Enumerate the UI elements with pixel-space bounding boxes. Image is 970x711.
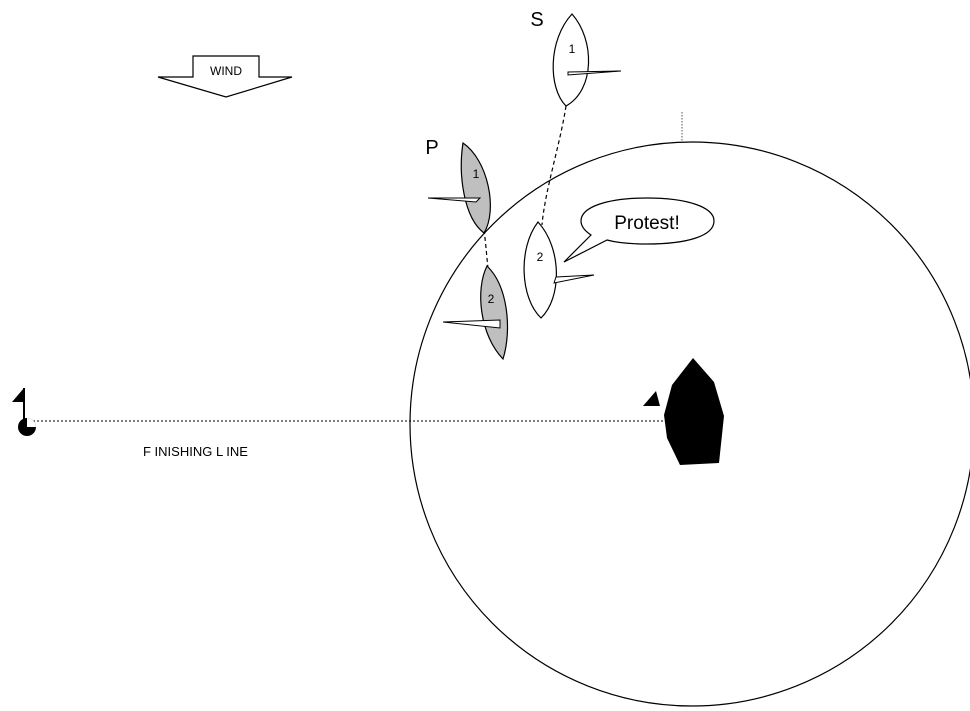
finishing-line-label: F INISHING L INE — [143, 444, 248, 459]
boat-p-position-2: 2 — [442, 265, 509, 361]
boat-p-pos1-number: 1 — [473, 167, 480, 181]
committee-boat-label: RC — [681, 416, 707, 432]
wind-arrow-icon: WIND — [157, 55, 293, 98]
committee-boat: RC — [643, 358, 724, 465]
boat-p-label: P — [425, 137, 438, 159]
boat-p-track — [483, 229, 489, 269]
boat-s-pos1-number: 1 — [569, 42, 576, 56]
boat-s-position-1: 1 — [552, 13, 622, 107]
protest-text: Protest! — [614, 213, 679, 234]
committee-boat-flag-icon — [643, 391, 660, 406]
boat-p-position-1: 1 — [427, 141, 491, 234]
zone-circle — [409, 141, 970, 707]
wind-label: WIND — [210, 64, 242, 78]
boat-s-position-2: 2 — [523, 221, 595, 319]
committee-boat-hull — [664, 358, 724, 465]
boat-s-track — [541, 105, 567, 226]
boat-s-pos2-number: 2 — [537, 250, 544, 264]
boat-s-label: S — [530, 9, 543, 31]
protest-bubble: Protest! — [563, 197, 715, 263]
boat-p-pos2-number: 2 — [488, 292, 495, 306]
pin-mark-icon — [12, 388, 36, 436]
